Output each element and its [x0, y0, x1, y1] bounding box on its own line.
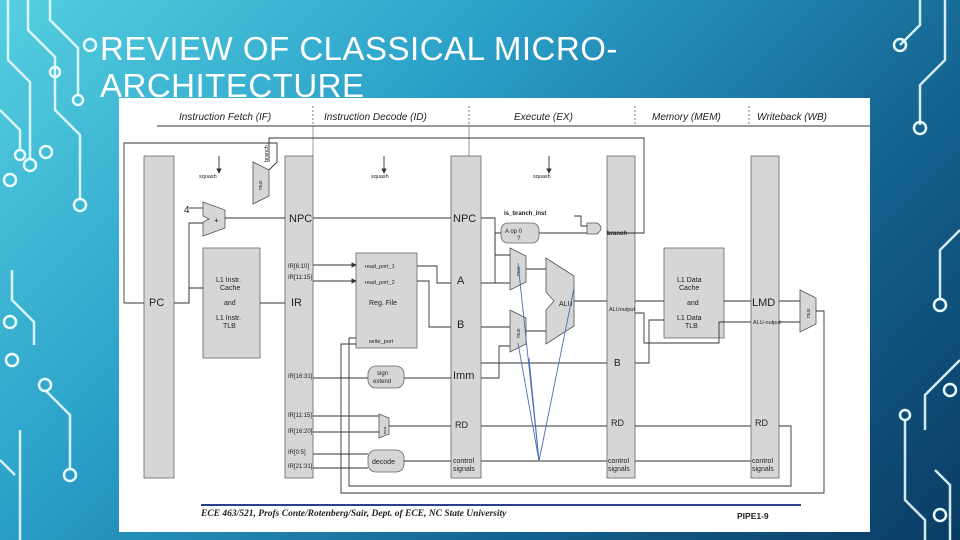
pc-register	[143, 155, 175, 479]
dcache-label-2: Cache	[679, 285, 699, 292]
pipeline-datapath: Instruction Fetch (IF) Instruction Decod…	[123, 106, 870, 494]
control-signal-lines	[517, 262, 575, 462]
dtlb-label-1: L1 Data	[677, 315, 702, 322]
id-ex-latch	[450, 155, 482, 479]
zero-test-q: ?	[517, 236, 521, 242]
pc-adder	[202, 201, 226, 237]
alu-mux-bottom	[509, 309, 527, 353]
mem-control-label-2: signals	[608, 466, 630, 473]
sign-extend-label-2: extend	[373, 379, 391, 385]
itlb-label-2: TLB	[223, 323, 236, 330]
dtlb-label-2: TLB	[685, 323, 698, 330]
stage-id-label: Instruction Decode (ID)	[324, 112, 427, 123]
next-pc-mux	[252, 161, 270, 205]
footer-rule	[201, 504, 801, 506]
imm-label: Imm	[453, 370, 474, 382]
mem-b-label: B	[614, 358, 621, 369]
ir-op-field: IR[0:5]	[288, 450, 306, 456]
stage-mem-label: Memory (MEM)	[652, 112, 721, 123]
dcache-label-1: L1 Data	[677, 277, 702, 284]
ex-rd-label: RD	[455, 420, 468, 430]
datapath-wires	[123, 137, 825, 494]
stage-wb-label: Writeback (WB)	[757, 112, 827, 123]
wb-rd-label: RD	[755, 418, 768, 428]
data-cache-box	[663, 247, 725, 339]
branch-output-label: branch	[607, 231, 627, 237]
lmd-label: LMD	[752, 297, 775, 309]
rd-mux	[378, 413, 390, 439]
b-label: B	[457, 319, 464, 331]
adder-constant: 4	[184, 205, 190, 216]
squash-if-label: squash	[199, 174, 217, 180]
ex-control-label-2: signals	[453, 466, 475, 473]
ex-mem-latch	[606, 155, 636, 479]
rd-mux-label: mux	[382, 426, 387, 434]
stage-ex-label: Execute (EX)	[514, 112, 573, 123]
id-npc-label: NPC	[453, 213, 476, 225]
icache-label-1: L1 Instr.	[216, 277, 241, 284]
if-npc-label: NPC	[289, 213, 312, 225]
ir-func-field: IR[21:31]	[288, 464, 313, 470]
ir-rs-field: IR[6:10]	[288, 264, 309, 270]
register-file-box	[355, 252, 418, 349]
sign-extend-label-1: sign	[377, 371, 388, 377]
decode-label: decode	[372, 459, 395, 466]
zero-test-label: A op 0	[505, 229, 523, 235]
write-port-label: write_port	[368, 339, 394, 345]
icache-label-2: Cache	[220, 285, 240, 292]
is-branch-label: is_branch_inst	[504, 211, 546, 217]
ir-rd1-field: IR[11:15]	[288, 413, 312, 419]
alu-mux-bottom-label: mux	[516, 328, 522, 338]
next-pc-mux-label: mux	[258, 180, 264, 190]
ir-imm-field: IR[16:31]	[288, 374, 313, 380]
wb-alu-output-label: ALU-output	[753, 320, 781, 326]
mem-wb-latch	[750, 155, 780, 479]
read-port-2-label: read_port_2	[365, 280, 395, 286]
a-label: A	[457, 275, 465, 287]
ir-rd2-field: IR[16:20]	[288, 429, 313, 435]
figure-page-number: PIPE1-9	[737, 511, 769, 521]
adder-plus: +	[214, 216, 219, 225]
squash-ex-label: squash	[533, 174, 551, 180]
dcache-and-label: and	[687, 300, 699, 307]
branch-signal-label: branch	[264, 145, 270, 162]
slide-title: REVIEW OF CLASSICAL MICRO-ARCHITECTURE	[100, 30, 618, 104]
mem-control-label-1: control	[608, 458, 629, 465]
branch-and-gate	[586, 222, 602, 235]
wb-control-label-2: signals	[752, 466, 774, 473]
reg-file-label: Reg. File	[369, 300, 397, 307]
itlb-label-1: L1 Instr.	[216, 315, 241, 322]
sign-extend-box	[367, 365, 405, 389]
wb-control-label-1: control	[752, 458, 773, 465]
ir-rt-field: IR[11:15]	[288, 275, 312, 281]
if-id-latch	[284, 155, 314, 479]
alu-label: ALU	[559, 301, 573, 308]
alu-mux-top	[509, 247, 527, 291]
ex-control-label-1: control	[453, 458, 474, 465]
squash-id-label: squash	[371, 174, 389, 180]
mem-rd-label: RD	[611, 418, 624, 428]
writeback-mux	[799, 289, 817, 333]
writeback-mux-label: mux	[806, 308, 812, 318]
alu-output-label: ALUoutput	[609, 307, 635, 313]
pipeline-diagram: Instruction Fetch (IF) Instruction Decod…	[119, 98, 870, 532]
pc-label: PC	[149, 297, 164, 309]
icache-and-label: and	[224, 300, 236, 307]
figure-footer-text: ECE 463/521, Profs Conte/Rotenberg/Sair,…	[201, 509, 507, 519]
ir-label: IR	[291, 297, 302, 309]
read-port-1-label: read_port_1	[365, 264, 395, 270]
instruction-cache-box	[202, 247, 261, 359]
stage-if-label: Instruction Fetch (IF)	[179, 112, 271, 123]
